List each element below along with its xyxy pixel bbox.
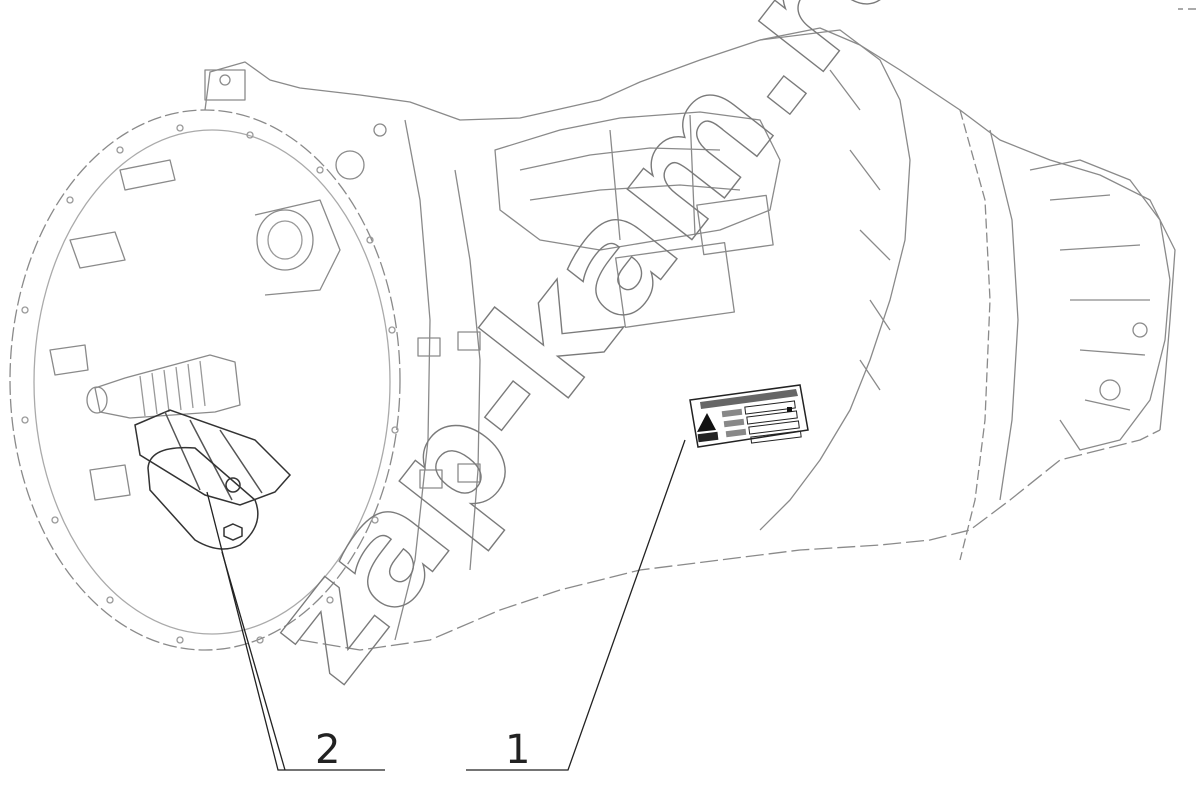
transmission-assembly bbox=[9, 27, 1176, 651]
bell-housing-inner-rim bbox=[33, 129, 391, 635]
cover-bracket bbox=[147, 446, 259, 550]
leader-line-2-b bbox=[221, 551, 286, 771]
rear-cover bbox=[1029, 159, 1171, 451]
range-housing bbox=[759, 29, 911, 531]
valve-block bbox=[615, 242, 735, 328]
flange-cutout-3 bbox=[89, 464, 131, 501]
cover-nut bbox=[223, 523, 243, 541]
leader-line-1 bbox=[466, 439, 686, 771]
nameplate-logo bbox=[697, 413, 716, 432]
mounting-bosses bbox=[204, 69, 481, 489]
shift-tower bbox=[494, 111, 781, 251]
rear-housing-flange-2 bbox=[989, 129, 1019, 501]
rear-cover-detail bbox=[1049, 194, 1150, 411]
cover-bolt bbox=[225, 477, 241, 493]
callout-number-1: 1 bbox=[505, 727, 530, 773]
range-housing-ribs bbox=[829, 69, 891, 391]
cover-plate-part-2[interactable] bbox=[134, 409, 292, 550]
leader-line-2 bbox=[206, 491, 385, 771]
rear-housing-flange bbox=[959, 109, 991, 561]
leader-lines bbox=[206, 439, 686, 771]
main-case-front-rib bbox=[394, 119, 431, 641]
release-mechanism bbox=[254, 199, 341, 296]
nameplate-fields bbox=[744, 400, 802, 444]
valve-block-2 bbox=[696, 194, 774, 256]
nameplate-part-1[interactable] bbox=[689, 384, 809, 448]
rear-port bbox=[1099, 379, 1121, 401]
flange-cutout-1 bbox=[69, 231, 126, 269]
input-shaft bbox=[86, 354, 241, 419]
main-case-mid-rib bbox=[454, 169, 481, 571]
flange-cutout-4 bbox=[119, 159, 176, 191]
flange-bolts bbox=[21, 124, 399, 644]
shift-tower-detail bbox=[519, 114, 741, 241]
callout-number-2: 2 bbox=[315, 727, 340, 773]
watermark: zap-kam.ru bbox=[231, 0, 955, 712]
flange-cutout-2 bbox=[49, 344, 89, 376]
housing-bottom-outline bbox=[299, 429, 1161, 651]
rear-port-2 bbox=[1132, 322, 1148, 338]
